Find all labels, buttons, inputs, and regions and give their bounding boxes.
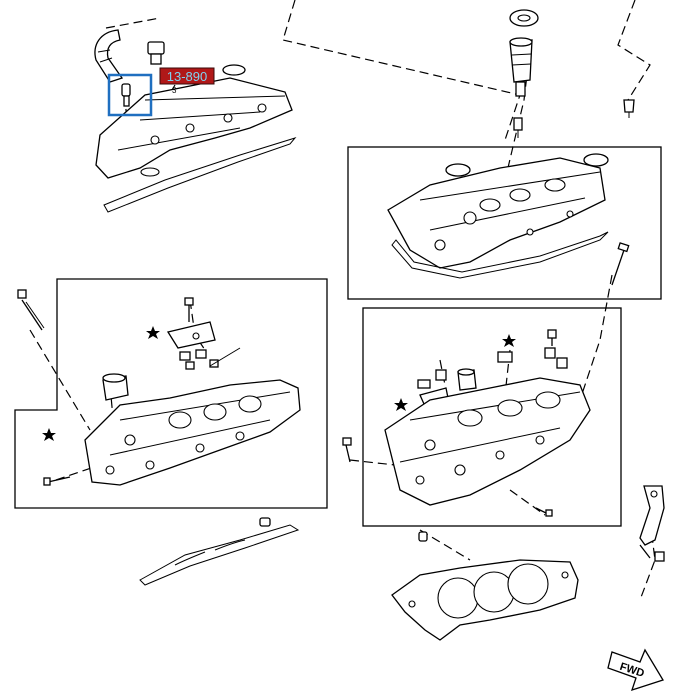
left-valve-cover-gasket	[103, 137, 297, 213]
part-callout: 13-890 3	[107, 67, 215, 117]
right-cylinder-head-frame	[362, 307, 622, 527]
dowel-pin-right	[418, 531, 428, 542]
camshaft-sensor-right	[457, 368, 477, 391]
cover-stud-bolt	[623, 99, 635, 118]
left-valve-cover-assembly	[94, 29, 297, 213]
oil-filler-cap	[147, 41, 165, 65]
head-bolt-right	[611, 242, 630, 286]
dowel-pin-left	[259, 517, 271, 527]
bottom-parts	[139, 517, 579, 641]
index-mark: 3	[172, 86, 177, 95]
part-number-label: 13-890	[167, 69, 207, 84]
left-cylinder-head-frame	[14, 278, 328, 509]
star-mark	[42, 428, 56, 441]
camshaft-sensor	[102, 373, 129, 401]
spark-plug	[513, 117, 523, 138]
star-mark	[394, 398, 408, 411]
part-number-tag	[159, 67, 215, 85]
right-cylinder-head-assembly	[342, 329, 591, 517]
engine-hanger-bracket	[639, 485, 665, 562]
pcv-valve	[121, 83, 131, 107]
right-valve-cover-gasket	[391, 231, 609, 279]
star-mark	[146, 326, 160, 339]
breather-hose	[94, 29, 124, 83]
right-cylinder-head	[384, 377, 591, 506]
ignition-coil	[509, 37, 533, 97]
camshaft-bracket	[166, 321, 216, 349]
bracket-bolt-right	[547, 329, 557, 346]
left-cylinder-head-assembly	[17, 289, 301, 486]
star-mark	[502, 334, 516, 347]
fwd-arrow-icon: FWD	[607, 648, 664, 692]
cover-bolt-small	[535, 507, 553, 517]
ignition-coil-group	[509, 9, 635, 138]
right-valve-cover-frame	[347, 146, 662, 300]
highlight-box	[107, 73, 153, 117]
plug-seal-ring	[222, 64, 246, 76]
side-bolt-right	[342, 437, 352, 463]
bracket-bolt	[184, 297, 194, 322]
head-bolt-left	[17, 289, 45, 331]
right-valve-cover-assembly	[387, 153, 609, 279]
left-cylinder-head-gasket	[139, 524, 300, 586]
hanger-bolt	[639, 544, 665, 562]
side-bolt-left	[43, 476, 71, 486]
